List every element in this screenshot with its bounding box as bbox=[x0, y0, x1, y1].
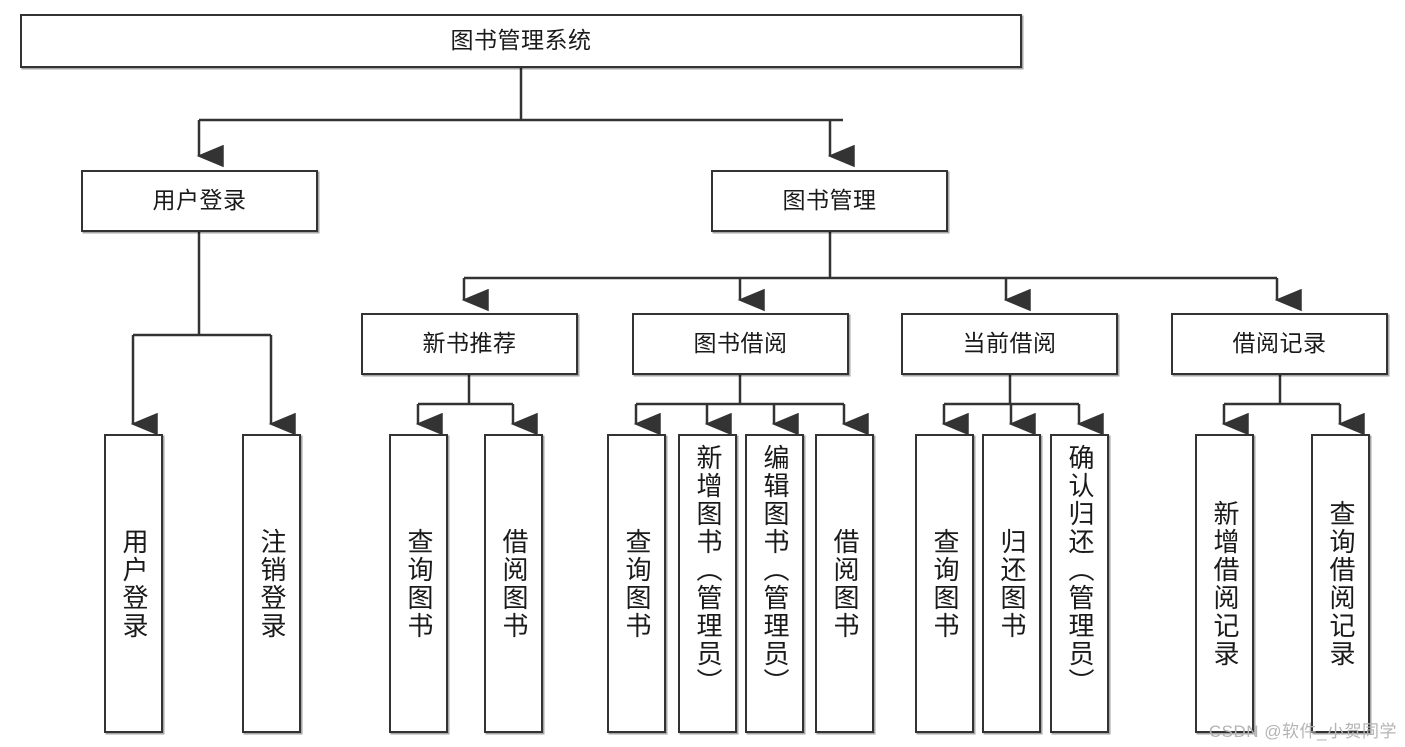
node-leaf-return-book-label: 归还图书 bbox=[997, 527, 1028, 640]
node-current-borrow[interactable]: 当前借阅 bbox=[901, 313, 1118, 375]
node-leaf-query-book-1-label: 查询图书 bbox=[404, 527, 435, 640]
node-new-book-rec[interactable]: 新书推荐 bbox=[361, 313, 578, 375]
node-leaf-query-book-2[interactable]: 查询图书 bbox=[607, 434, 666, 733]
node-book-borrow[interactable]: 图书借阅 bbox=[632, 313, 849, 375]
node-leaf-confirm-return[interactable]: 确认归还（管理员） bbox=[1050, 434, 1109, 733]
node-leaf-edit-book-label: 编辑图书（管理员） bbox=[760, 444, 791, 696]
node-new-book-rec-label: 新书推荐 bbox=[422, 330, 517, 357]
node-leaf-query-book-1[interactable]: 查询图书 bbox=[389, 434, 448, 733]
node-current-borrow-label: 当前借阅 bbox=[962, 330, 1057, 357]
node-leaf-query-record[interactable]: 查询借阅记录 bbox=[1311, 434, 1370, 733]
node-leaf-borrow-book-1-label: 借阅图书 bbox=[499, 527, 530, 640]
node-root[interactable]: 图书管理系统 bbox=[20, 14, 1022, 68]
node-leaf-add-book[interactable]: 新增图书（管理员） bbox=[678, 434, 737, 733]
node-leaf-borrow-book-1[interactable]: 借阅图书 bbox=[484, 434, 543, 733]
node-borrow-record[interactable]: 借阅记录 bbox=[1171, 313, 1388, 375]
node-leaf-query-book-2-label: 查询图书 bbox=[622, 527, 653, 640]
node-leaf-logout[interactable]: 注销登录 bbox=[242, 434, 301, 733]
node-book-manage-label: 图书管理 bbox=[782, 187, 877, 214]
node-leaf-add-record[interactable]: 新增借阅记录 bbox=[1195, 434, 1254, 733]
node-leaf-user-login-label: 用户登录 bbox=[119, 527, 150, 640]
node-leaf-confirm-return-label: 确认归还（管理员） bbox=[1065, 444, 1096, 696]
node-user-login-label: 用户登录 bbox=[152, 187, 247, 214]
node-leaf-query-book-3[interactable]: 查询图书 bbox=[915, 434, 974, 733]
node-root-label: 图书管理系统 bbox=[450, 27, 592, 54]
node-book-manage[interactable]: 图书管理 bbox=[711, 170, 948, 232]
node-leaf-return-book[interactable]: 归还图书 bbox=[982, 434, 1041, 733]
watermark-text: CSDN @软件_小贺同学 bbox=[1208, 722, 1397, 741]
node-book-borrow-label: 图书借阅 bbox=[693, 330, 788, 357]
node-borrow-record-label: 借阅记录 bbox=[1232, 330, 1327, 357]
node-user-login[interactable]: 用户登录 bbox=[81, 170, 318, 232]
node-leaf-edit-book[interactable]: 编辑图书（管理员） bbox=[745, 434, 804, 733]
node-leaf-logout-label: 注销登录 bbox=[257, 527, 288, 640]
node-leaf-borrow-book-2[interactable]: 借阅图书 bbox=[815, 434, 874, 733]
node-leaf-query-record-label: 查询借阅记录 bbox=[1326, 499, 1357, 668]
node-leaf-add-record-label: 新增借阅记录 bbox=[1210, 499, 1241, 668]
node-leaf-add-book-label: 新增图书（管理员） bbox=[693, 444, 724, 696]
node-leaf-user-login[interactable]: 用户登录 bbox=[104, 434, 163, 733]
node-leaf-query-book-3-label: 查询图书 bbox=[930, 527, 961, 640]
node-leaf-borrow-book-2-label: 借阅图书 bbox=[830, 527, 861, 640]
